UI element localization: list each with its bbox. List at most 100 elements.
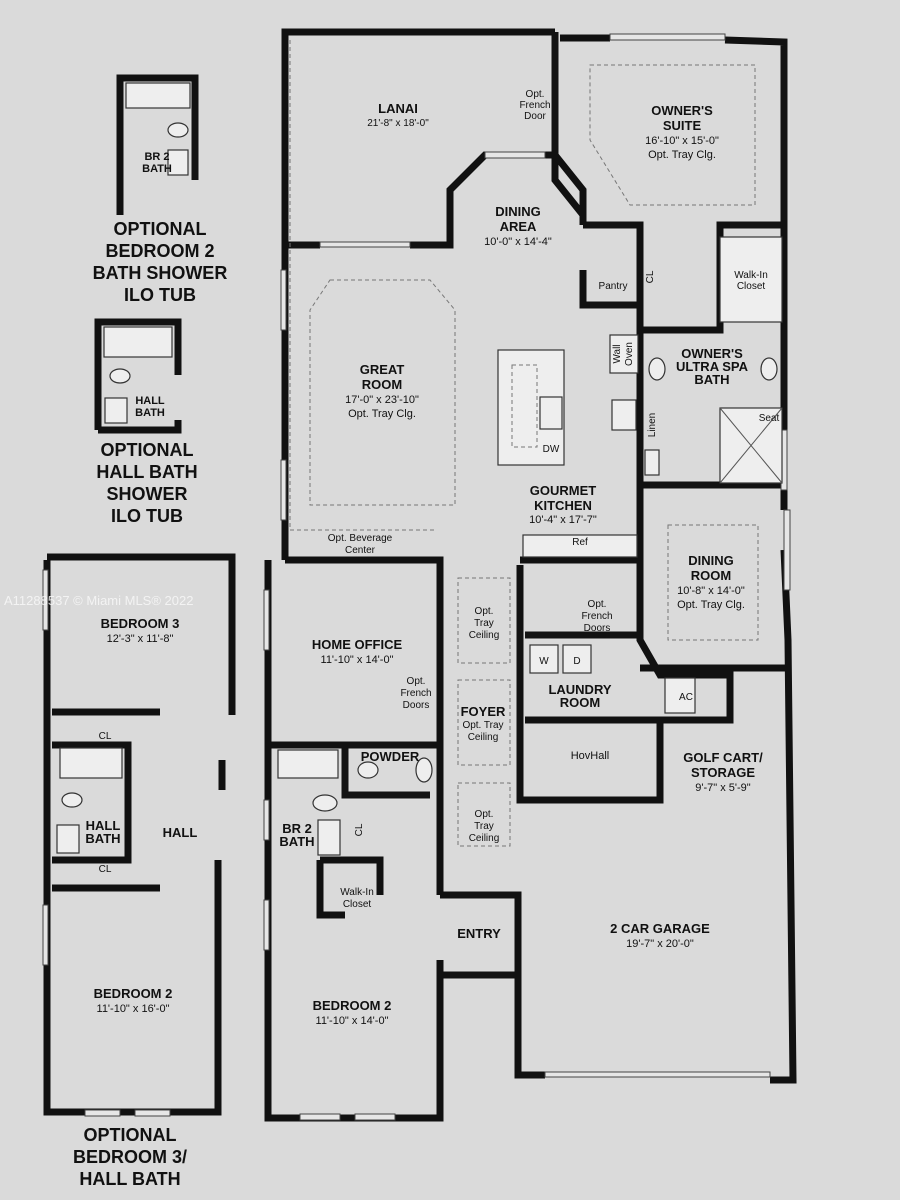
caption-opt-br3: OPTIONAL BEDROOM 3/ HALL BATH [73,1125,187,1189]
svg-text:11'-10" x 16'-0": 11'-10" x 16'-0" [97,1003,170,1015]
svg-text:BATH: BATH [694,372,729,387]
svg-text:OPTIONAL: OPTIONAL [84,1125,177,1145]
dryer-icon [562,644,592,674]
svg-text:GOLF CART/: GOLF CART/ [683,750,763,765]
svg-text:Ref: Ref [572,537,588,548]
washer-icon [529,644,559,674]
svg-text:Opt.: Opt. [526,89,545,100]
svg-text:CL: CL [99,864,112,875]
svg-text:CL: CL [645,270,656,283]
svg-text:HALL: HALL [135,395,165,407]
svg-text:BATH: BATH [279,834,314,849]
svg-text:Opt.: Opt. [407,676,426,687]
svg-text:21'-8" x 18'-0": 21'-8" x 18'-0" [367,118,429,129]
svg-text:BEDROOM 3: BEDROOM 3 [101,616,180,631]
svg-text:ILO TUB: ILO TUB [124,285,196,305]
svg-text:SUITE: SUITE [663,118,702,133]
svg-text:10'-4" x 17'-7": 10'-4" x 17'-7" [529,514,597,526]
svg-text:Linen: Linen [647,413,658,437]
svg-text:Opt. Tray Clg.: Opt. Tray Clg. [648,149,716,161]
svg-text:STORAGE: STORAGE [691,765,755,780]
svg-text:BEDROOM 2: BEDROOM 2 [313,998,392,1013]
svg-text:POWDER: POWDER [361,749,420,764]
svg-text:French: French [400,688,431,699]
svg-text:9'-7" x 5'-9": 9'-7" x 5'-9" [695,782,751,794]
svg-text:OWNER'S: OWNER'S [681,346,743,361]
svg-text:LAUNDRY: LAUNDRY [548,682,611,697]
svg-text:Opt. Beverage: Opt. Beverage [328,533,393,544]
svg-text:ROOM: ROOM [691,568,731,583]
svg-text:HovHall: HovHall [571,750,610,762]
svg-text:DW: DW [543,444,560,455]
svg-text:11'-10" x 14'-0": 11'-10" x 14'-0" [316,1015,389,1027]
svg-text:GREAT: GREAT [360,362,405,377]
svg-text:French: French [581,611,612,622]
svg-text:Door: Door [524,111,546,122]
svg-text:BATH SHOWER: BATH SHOWER [93,263,228,283]
svg-text:ENTRY: ENTRY [457,926,501,941]
svg-text:12'-3" x 11'-8": 12'-3" x 11'-8" [107,633,174,645]
svg-text:DINING: DINING [495,204,541,219]
svg-text:CL: CL [99,731,112,742]
svg-text:FOYER: FOYER [461,704,506,719]
sink-icon [317,819,341,856]
svg-text:HALL BATH: HALL BATH [79,1169,180,1189]
svg-text:OPTIONAL: OPTIONAL [101,440,194,460]
svg-text:KITCHEN: KITCHEN [534,498,592,513]
svg-text:BEDROOM 3/: BEDROOM 3/ [73,1147,187,1167]
watermark: A11288537 © Miami MLS® 2022 [4,593,193,608]
svg-text:Seat: Seat [759,413,780,424]
svg-text:BATH: BATH [142,163,172,175]
svg-text:W: W [539,656,549,667]
svg-text:Pantry: Pantry [599,281,628,292]
svg-text:HALL: HALL [163,825,198,840]
inset-hall-bath [94,318,182,434]
svg-text:BATH: BATH [135,407,165,419]
sink-icon [539,396,563,430]
caption-opt-br2-bath: BR 2 BATH OPTIONAL BEDROOM 2 BATH SHOWER… [93,151,228,305]
svg-text:Doors: Doors [584,623,611,634]
fixtures [277,236,783,856]
svg-text:Closet: Closet [737,281,766,292]
svg-text:16'-10" x 15'-0": 16'-10" x 15'-0" [645,135,719,147]
svg-text:ILO TUB: ILO TUB [111,506,183,526]
svg-text:Opt.: Opt. [475,606,494,617]
svg-text:Ceiling: Ceiling [468,732,499,743]
svg-text:Opt. Tray: Opt. Tray [462,720,503,731]
svg-text:Oven: Oven [624,342,635,366]
svg-text:BEDROOM 2: BEDROOM 2 [94,986,173,1001]
svg-text:Opt.: Opt. [588,599,607,610]
svg-text:ROOM: ROOM [560,695,600,710]
svg-text:Doors: Doors [403,700,430,711]
svg-text:HALL: HALL [86,818,121,833]
svg-text:GOURMET: GOURMET [530,483,597,498]
svg-text:Wall: Wall [612,344,623,363]
svg-text:Walk-In: Walk-In [734,270,768,281]
inset-br3-labels: BEDROOM 3 12'-3" x 11'-8" CL CL HALL BAT… [85,616,197,1015]
svg-text:Walk-In: Walk-In [340,887,374,898]
svg-text:French: French [519,100,550,111]
svg-text:Tray: Tray [474,821,494,832]
svg-text:Tray: Tray [474,618,494,629]
svg-text:D: D [573,656,580,667]
svg-text:BR 2: BR 2 [282,821,312,836]
svg-text:SHOWER: SHOWER [107,484,188,504]
svg-text:OWNER'S: OWNER'S [651,103,713,118]
svg-text:2 CAR GARAGE: 2 CAR GARAGE [610,921,710,936]
svg-text:CL: CL [354,823,365,836]
svg-text:ROOM: ROOM [362,377,402,392]
svg-text:Ceiling: Ceiling [469,833,500,844]
inset-br3-hall-bath [42,553,236,1117]
inset-br2-bath [116,74,199,215]
svg-text:Closet: Closet [343,899,372,910]
svg-text:AREA: AREA [500,219,537,234]
svg-text:ULTRA SPA: ULTRA SPA [676,359,749,374]
svg-text:AC: AC [679,692,693,703]
svg-text:LANAI: LANAI [378,101,418,116]
svg-text:Opt. Tray Clg.: Opt. Tray Clg. [677,599,745,611]
svg-text:17'-0" x 23'-10": 17'-0" x 23'-10" [345,394,419,406]
cooktop-icon [611,399,637,431]
svg-text:Opt. Tray Clg.: Opt. Tray Clg. [348,408,416,420]
svg-text:DINING: DINING [688,553,734,568]
